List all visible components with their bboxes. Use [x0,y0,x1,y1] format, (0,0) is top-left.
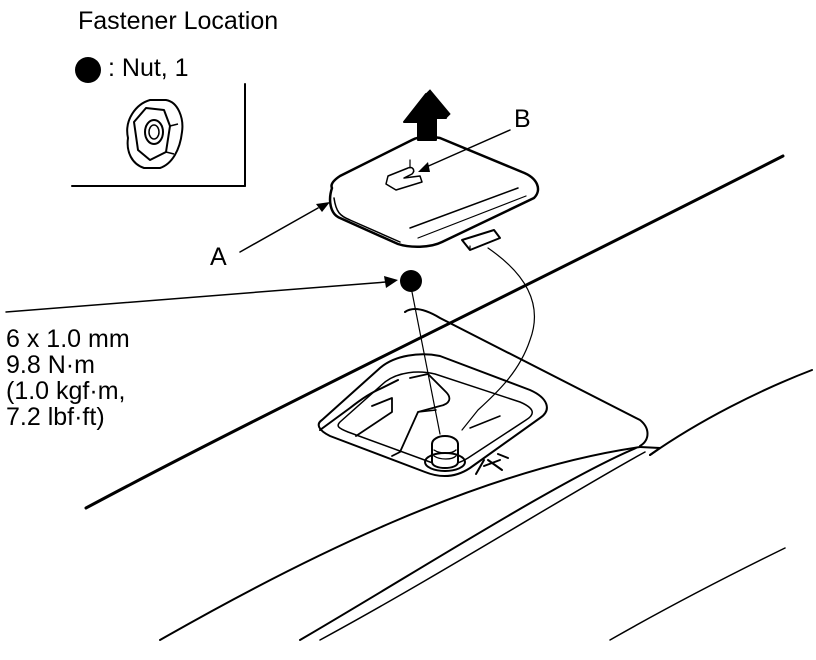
flange-nut-icon [126,99,184,169]
torque-spec-lbfft: 7.2 lbf·ft) [6,403,105,431]
callout-a-label: A [210,243,227,271]
lift-up-arrow-icon [403,89,451,141]
stud-bolt [424,435,466,472]
tether-line [461,247,536,431]
legend-title: Fastener Location [78,7,279,35]
leader-lines [5,129,511,313]
alignment-mark [475,453,509,475]
roof-recess-panel [317,308,649,478]
legend-nut-symbol [75,57,101,83]
cover-part-a [328,135,540,251]
torque-spec-kgfm: (1.0 kgf·m, [6,377,126,405]
nut-install-line [411,291,441,435]
legend-frame [71,83,246,187]
torque-spec-size: 6 x 1.0 mm [6,325,130,353]
torque-spec: 6 x 1.0 mm 9.8 N·m (1.0 kgf·m, 7.2 lbf·f… [6,326,206,430]
nut-position-marker [400,270,422,292]
callout-b-label: B [514,105,531,133]
roof-rail-outline [84,154,813,641]
torque-spec-nm: 9.8 N·m [6,351,95,379]
arrowheads [316,162,430,288]
legend-entry: : Nut, 1 [108,54,189,82]
